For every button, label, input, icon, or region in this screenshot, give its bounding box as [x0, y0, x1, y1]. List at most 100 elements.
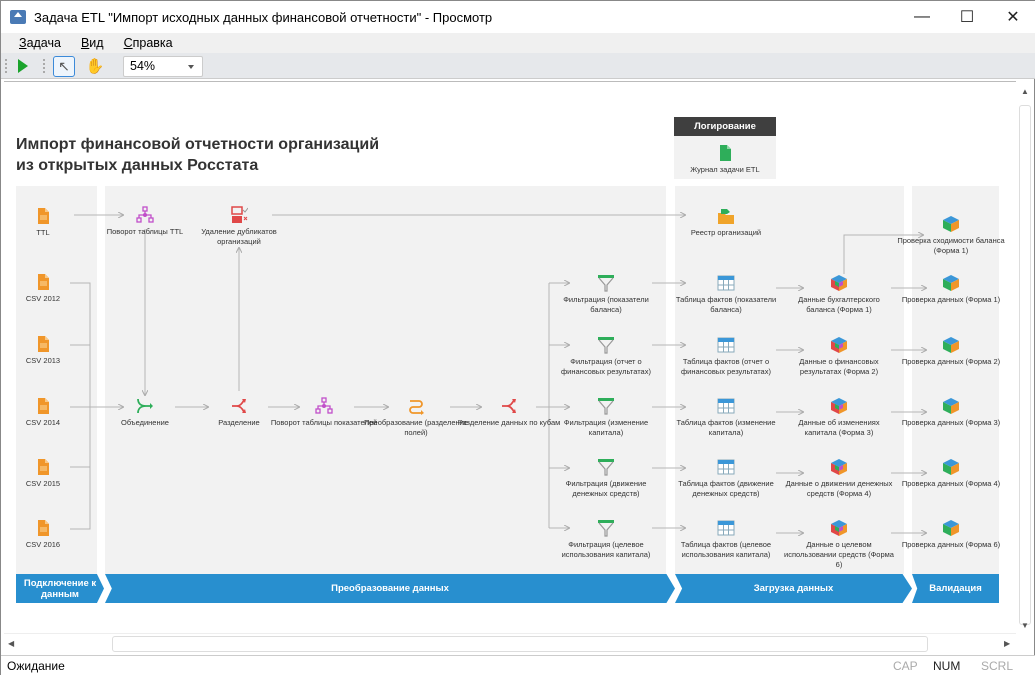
cube-check-icon: [943, 275, 959, 291]
node-label: Данные о финансовых результатах (Форма 2…: [799, 357, 879, 376]
split-icon: [502, 399, 516, 413]
node-label: Проверка данных (Форма 6): [901, 540, 1001, 549]
node-cube-check[interactable]: Проверка данных (Форма 2): [896, 336, 1006, 367]
node-cube-check[interactable]: Проверка данных (Форма 1): [896, 274, 1006, 305]
table-icon: [717, 275, 735, 291]
connector: [70, 282, 91, 530]
node-filter[interactable]: Фильтрация (целевое использования капита…: [551, 519, 661, 560]
vertical-scroll-thumb[interactable]: [1019, 105, 1031, 625]
node-filter[interactable]: Фильтрация (отчет о финансовых результат…: [551, 336, 661, 377]
node-label: Поворот таблицы TTL: [106, 227, 184, 236]
node-table[interactable]: Таблица фактов (показатели баланса): [671, 274, 781, 315]
hand-tool-button[interactable]: ✋: [85, 58, 105, 75]
node-cube-multi[interactable]: Данные бухгалтерского баланса (Форма 1): [784, 274, 894, 315]
zoom-select[interactable]: 54%: [123, 56, 203, 77]
node-cube-check[interactable]: Проверка сходимости баланса (Форма 1): [896, 215, 1006, 256]
node-table[interactable]: Таблица фактов (изменение капитала): [671, 397, 781, 438]
horizontal-scrollbar[interactable]: ◀▶: [4, 633, 1016, 653]
node-dedupe[interactable]: Удаление дубликатов организаций: [179, 206, 299, 247]
node-file-orange[interactable]: CSV 2016: [4, 519, 103, 550]
stage-banner-connect: Подключение к данным: [16, 574, 104, 603]
menu-bar: Задача Вид Справка: [1, 33, 1035, 53]
vertical-scrollbar[interactable]: ▲▼: [1016, 81, 1034, 633]
node-label: TTL: [36, 228, 50, 237]
node-file-orange[interactable]: TTL: [4, 207, 103, 238]
cube-multi-icon: [831, 459, 847, 475]
scrl-indicator: SCRL: [981, 659, 1014, 673]
file-orange-icon: [38, 274, 49, 290]
stage-panel-load: [675, 186, 904, 574]
node-label: Данные бухгалтерского баланса (Форма 1): [798, 295, 880, 314]
logging-header: Логирование: [674, 117, 776, 136]
node-file-orange[interactable]: CSV 2012: [4, 273, 103, 304]
stage-panel-transform: [105, 186, 666, 574]
menu-task[interactable]: Задача: [19, 36, 61, 50]
node-label: Разделение данных по кубам: [457, 418, 561, 427]
node-label: CSV 2012: [25, 294, 61, 303]
scroll-up-icon[interactable]: ▲: [1021, 87, 1029, 96]
node-transform[interactable]: Преобразование (разделение полей): [356, 397, 476, 438]
node-cube-check[interactable]: Проверка данных (Форма 6): [896, 519, 1006, 550]
title-bar: Задача ETL "Импорт исходных данных финан…: [1, 1, 1035, 33]
app-icon: [10, 10, 26, 24]
node-cube-check[interactable]: Проверка данных (Форма 3): [896, 397, 1006, 428]
node-table[interactable]: Таблица фактов (целевое использования ка…: [671, 519, 781, 560]
run-button[interactable]: [15, 58, 31, 74]
node-cube-multi[interactable]: Данные о целевом использовании средств (…: [784, 519, 894, 570]
transform-icon: [409, 400, 424, 415]
node-pivot[interactable]: Поворот таблицы показателей: [264, 397, 384, 428]
node-merge[interactable]: Объединение: [85, 397, 205, 428]
node-table[interactable]: Таблица фактов (движение денежных средст…: [671, 458, 781, 499]
file-orange-icon: [38, 520, 49, 536]
node-cube-multi[interactable]: Данные об изменениях капитала (Форма 3): [784, 397, 894, 438]
node-file-orange[interactable]: CSV 2014: [4, 397, 103, 428]
etl-log-node[interactable]: Журнал задачи ETL: [665, 144, 785, 175]
node-label: Таблица фактов (отчет о финансовых резул…: [681, 357, 771, 376]
window-title: Задача ETL "Импорт исходных данных финан…: [34, 9, 493, 25]
node-filter[interactable]: Фильтрация (показатели баланса): [551, 274, 661, 315]
node-label: Данные об изменениях капитала (Форма 3): [798, 418, 880, 437]
stage-panel-connect: [16, 186, 97, 574]
node-file-orange[interactable]: CSV 2015: [4, 458, 103, 489]
dedupe-icon: [231, 206, 248, 223]
log-file-icon: [720, 145, 731, 161]
toolbar-grip[interactable]: [5, 59, 7, 73]
minimize-button[interactable]: —: [914, 8, 930, 25]
node-label: Таблица фактов (целевое использования ка…: [680, 540, 772, 559]
pointer-tool-button[interactable]: ↖: [53, 56, 75, 77]
folder-icon: [718, 209, 734, 224]
node-pivot[interactable]: Поворот таблицы TTL: [85, 206, 205, 237]
close-button[interactable]: ✕: [1006, 9, 1020, 26]
menu-help[interactable]: Справка: [123, 36, 173, 50]
node-split[interactable]: Разделение: [179, 397, 299, 428]
node-filter[interactable]: Фильтрация (движение денежных средств): [551, 458, 661, 499]
node-folder[interactable]: Реестр организаций: [671, 207, 781, 238]
node-file-orange[interactable]: CSV 2013: [4, 335, 103, 366]
node-cube-multi[interactable]: Данные о финансовых результатах (Форма 2…: [784, 336, 894, 377]
menu-view[interactable]: Вид: [80, 36, 104, 50]
scroll-down-icon[interactable]: ▼: [1021, 621, 1029, 630]
node-table[interactable]: Таблица фактов (отчет о финансовых резул…: [671, 336, 781, 377]
node-label: Разделение: [218, 418, 260, 427]
stage-panel-validation: [912, 186, 999, 574]
filter-icon: [598, 520, 614, 537]
merge-icon: [137, 398, 153, 414]
maximize-button[interactable]: ☐: [959, 9, 975, 26]
node-label: Реестр организаций: [690, 228, 762, 237]
toolbar-grip[interactable]: [43, 59, 45, 73]
scroll-right-icon[interactable]: ▶: [1004, 639, 1011, 648]
scroll-left-icon[interactable]: ◀: [8, 639, 15, 648]
horizontal-scroll-thumb[interactable]: [112, 636, 928, 652]
zoom-value: 54%: [130, 59, 156, 73]
node-filter[interactable]: Фильтрация (изменение капитала): [551, 397, 661, 438]
node-cube-check[interactable]: Проверка данных (Форма 4): [896, 458, 1006, 489]
filter-icon: [598, 398, 614, 415]
node-cube-multi[interactable]: Данные о движении денежных средств (Форм…: [784, 458, 894, 499]
filter-icon: [598, 337, 614, 354]
cap-indicator: CAP: [893, 659, 918, 673]
diagram-canvas: Импорт финансовой отчетности организаций…: [4, 81, 1016, 633]
node-label: Данные о целевом использовании средств (…: [784, 540, 894, 569]
node-label: Таблица фактов (показатели баланса): [675, 295, 777, 314]
node-split[interactable]: Разделение данных по кубам: [449, 397, 569, 428]
node-label: Данные о движении денежных средств (Форм…: [785, 479, 893, 498]
